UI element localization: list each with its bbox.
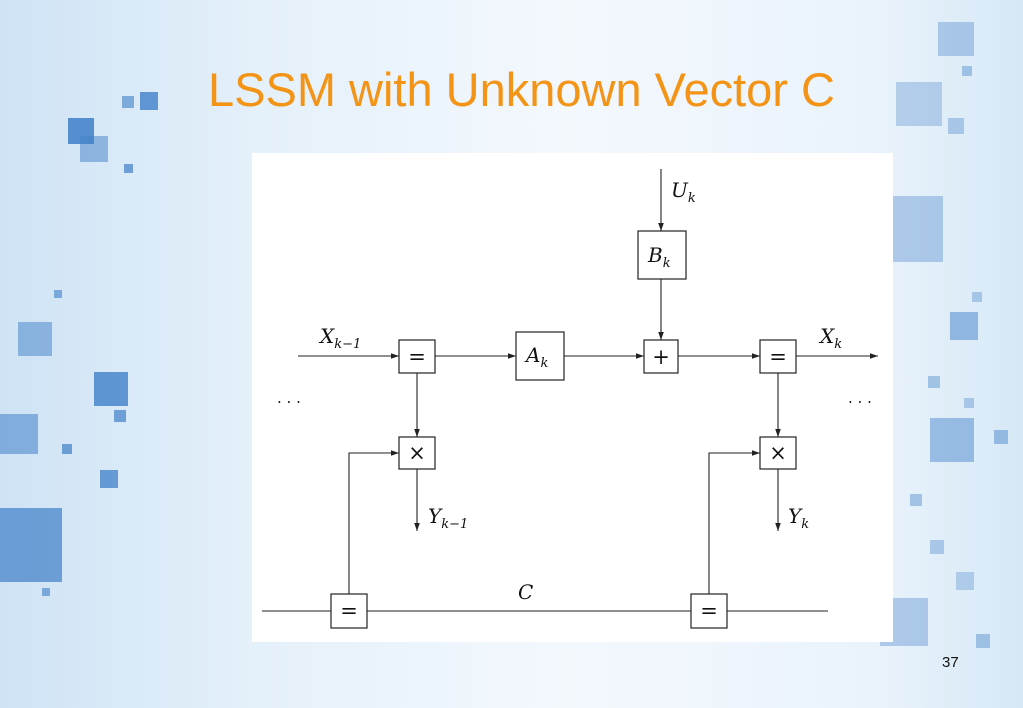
equality-node-bottom-right: = xyxy=(690,593,728,629)
label-y-prev: Yk−1 xyxy=(428,504,468,532)
a-node-subscript: k xyxy=(540,356,548,371)
equality-node-left: = xyxy=(398,339,436,374)
svg-text:Bk: Bk xyxy=(647,243,671,271)
a-node-label: A xyxy=(524,343,540,367)
equality-node-right: = xyxy=(759,339,797,374)
label-c: C xyxy=(518,580,533,604)
a-matrix-node: Ak xyxy=(515,331,565,381)
multiply-node-right: × xyxy=(759,436,797,470)
wire-c-to-mult-left xyxy=(348,450,399,594)
label-x-next: Xk xyxy=(818,324,842,352)
label-u: Uk xyxy=(671,178,696,206)
label-y-next: Yk xyxy=(788,504,809,532)
svg-text:=: = xyxy=(408,345,426,369)
equality-node-bottom-left: = xyxy=(330,593,368,629)
svg-text:Ak: Ak xyxy=(524,343,548,371)
wire-c-to-mult-right xyxy=(708,450,760,594)
svg-text:=: = xyxy=(769,345,787,369)
wires xyxy=(262,169,878,612)
svg-text:+: + xyxy=(652,345,670,369)
svg-text:×: × xyxy=(769,441,787,465)
svg-text:=: = xyxy=(700,599,718,623)
svg-text:×: × xyxy=(408,441,426,465)
svg-text:=: = xyxy=(340,599,358,623)
ellipsis-right: · · · xyxy=(848,393,872,411)
diagram-panel: Bk Ak = + = × × = xyxy=(252,153,893,642)
b-node-subscript: k xyxy=(663,256,671,271)
page-number: 37 xyxy=(942,654,959,671)
b-matrix-node: Bk xyxy=(637,230,687,280)
label-x-prev: Xk−1 xyxy=(318,324,361,352)
multiply-node-left: × xyxy=(398,436,436,470)
slide-title: LSSM with Unknown Vector C xyxy=(208,63,835,116)
b-node-label: B xyxy=(647,243,663,267)
plus-node: + xyxy=(643,339,679,374)
factor-graph-diagram: Bk Ak = + = × × = xyxy=(262,169,878,629)
ellipsis-left: · · · xyxy=(277,393,301,411)
